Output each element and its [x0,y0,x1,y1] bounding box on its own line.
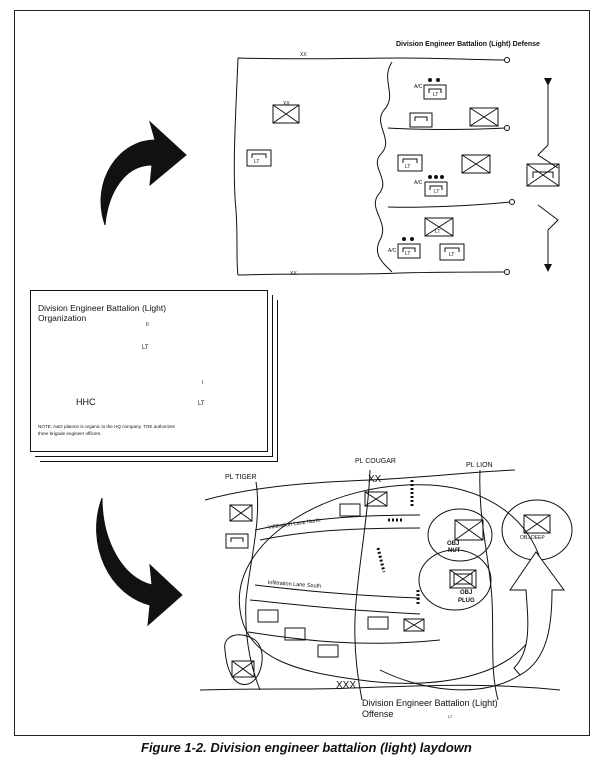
pl-tiger-label: PL TIGER [225,474,257,481]
lt-label: LT [433,92,439,98]
obj-nut-label-1: OBJ [447,541,460,547]
ac-label: A/C [414,84,423,90]
pl-cougar-label: PL COUGAR [355,458,396,465]
xx-label: XX [283,101,290,107]
offense-title-line1: Division Engineer Battalion (Light) [362,698,498,708]
org-hq-label: LT [142,345,149,351]
obj-nut-label-2: NUT [448,548,461,554]
pl-lion-label: PL LION [466,462,493,469]
lt-label: LT [405,251,411,257]
upper-curved-arrow [100,120,187,226]
defense-boundary-xx: XX [300,52,307,58]
org-note-line1: NOTE: A&O platoon is organic to the HQ c… [38,424,175,429]
defense-sector [233,57,560,276]
figure-frame [14,10,590,736]
lt-label: LT [254,159,260,165]
lt-label: LT [434,189,440,195]
feba-line [375,61,393,273]
obj-deep-label: OBJ DEEP [520,535,545,541]
ac-label: A/C [414,180,423,186]
pl-lion-line [479,469,499,701]
org-hhc-label: HHC [76,397,96,407]
obj-plug-label-1: OBJ [460,590,473,596]
lt-label: LT [435,229,441,235]
defense-boundary [233,57,506,276]
org-company-echelon: I [202,380,204,386]
offense-boundary-xx: XX [368,474,382,485]
offense-boundary-xxx: XXX [336,680,357,691]
offense-lt-small: LT [448,714,453,719]
org-company-label: LT [198,401,205,407]
figure-caption: Figure 1-2. Division engineer battalion … [141,740,472,755]
pl-cougar-line [354,469,371,701]
offense-title-line2: Offense [362,709,394,719]
defense-boundary-xx-bottom: XX [290,271,297,277]
org-note-line2: three brigade engineer officers. [38,431,102,436]
org-hq-echelon: II [146,322,149,328]
org-title-line2: Organization [38,313,87,323]
org-title-line1: Division Engineer Battalion (Light) [38,303,167,313]
hollow-advance-arrow [509,551,565,676]
pl-tiger-line [245,481,261,691]
organization-box [30,290,268,452]
lower-curved-arrow [96,497,183,627]
obj-plug-label-2: PLUG [458,598,475,604]
offense-sector [199,469,573,701]
ac-label: A/C [388,248,397,254]
lt-label: LT [449,252,455,258]
defense-title: Division Engineer Battalion (Light) Defe… [396,41,540,48]
lt-label: LT [405,164,411,170]
